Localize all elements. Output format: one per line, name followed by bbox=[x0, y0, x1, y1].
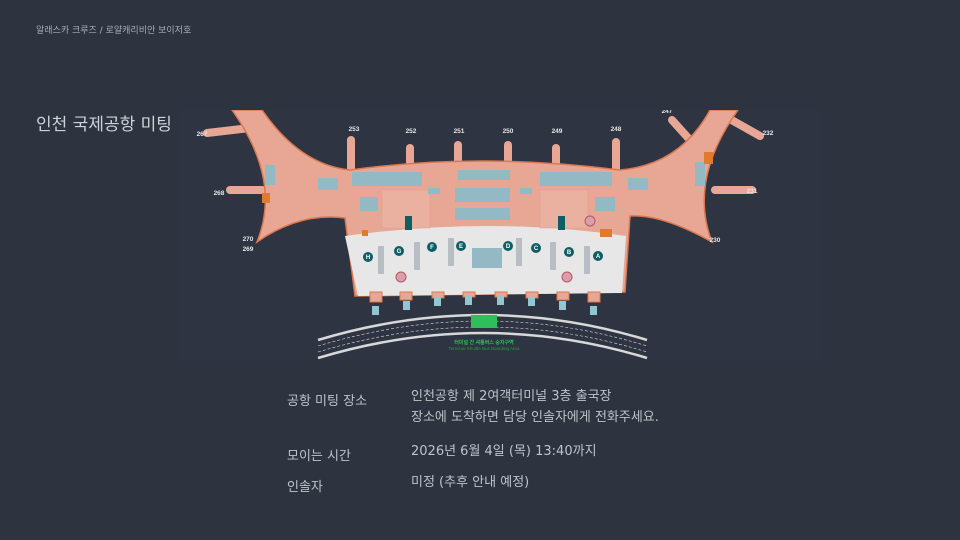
info-label: 공항 미팅 장소 bbox=[287, 394, 368, 409]
gate-label: 232 bbox=[763, 130, 774, 137]
gate-labels: 267 268 270 269 253 252 251 250 249 248 … bbox=[197, 108, 774, 253]
gate-label: 269 bbox=[243, 246, 254, 253]
gate-label: 231 bbox=[747, 188, 758, 195]
gate-label: 252 bbox=[406, 128, 417, 135]
info-value: 2026년 6월 4일 (목) 13:40까지 bbox=[411, 444, 597, 459]
info-label: 모이는 시간 bbox=[287, 449, 351, 464]
breadcrumb: 알래스카 크루즈 / 로얄캐리비안 보이저호 bbox=[36, 26, 192, 36]
gate-label: 268 bbox=[214, 190, 225, 197]
gate-label: 267 bbox=[197, 131, 208, 138]
counter-label: B bbox=[567, 250, 572, 256]
gate-label: 247 bbox=[662, 110, 673, 115]
info-value: 미정 (추후 안내 예정) bbox=[411, 475, 530, 490]
counter-label: G bbox=[397, 249, 402, 255]
info-value: 장소에 도착하면 담당 인솔자에게 전화주세요. bbox=[411, 410, 659, 425]
counter-label: A bbox=[596, 254, 601, 260]
counter-label: D bbox=[506, 244, 511, 250]
counters: H G F E D C B A bbox=[363, 241, 603, 262]
info-value: 인천공항 제 2여객터미널 3층 출국장 bbox=[411, 389, 612, 404]
counter-label: F bbox=[430, 245, 434, 251]
counter-label: C bbox=[534, 246, 539, 252]
counter-label: E bbox=[459, 244, 463, 250]
gate-label: 253 bbox=[349, 126, 360, 133]
gate-label: 250 bbox=[503, 128, 514, 135]
gate-label: 251 bbox=[454, 128, 465, 135]
bus-label-ko: 터미널 간 셔틀버스 승차구역 bbox=[454, 339, 514, 346]
counter-label: H bbox=[366, 255, 370, 261]
gate-label: 230 bbox=[710, 237, 721, 244]
bus-label-en: Terminal Shuttle Bus Boarding Area bbox=[448, 346, 520, 351]
gate-arms bbox=[203, 114, 764, 194]
page-title: 인천 국제공항 미팅 bbox=[36, 115, 172, 135]
terminal-map: H G F E D C B A 터미널 간 셔틀버스 승차구역 Terminal… bbox=[180, 108, 820, 360]
gate-label: 249 bbox=[552, 128, 563, 135]
gate-label: 248 bbox=[611, 126, 622, 133]
gate-label: 270 bbox=[243, 236, 254, 243]
bus-boarding-area bbox=[471, 315, 497, 328]
info-label: 인솔자 bbox=[287, 480, 323, 495]
shops bbox=[265, 162, 705, 268]
